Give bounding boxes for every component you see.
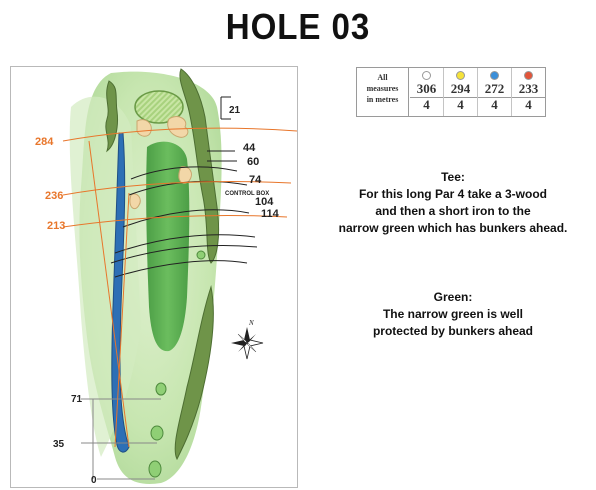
- tee-par: 4: [444, 97, 477, 112]
- mark-60: 60: [247, 156, 259, 168]
- water-hazard: [111, 132, 130, 453]
- scorecard-label-line: in metres: [366, 95, 399, 104]
- hole-map-drawing: N 284 236 213 21 44 60 74 CONTROL BOX 10…: [35, 68, 297, 486]
- green-line: protected by bunkers ahead: [372, 324, 534, 338]
- tee-description: Tee: For this long Par 4 take a 3-wood a…: [310, 169, 596, 237]
- mark-104: 104: [255, 196, 274, 208]
- scorecard-label-line: All: [377, 73, 388, 82]
- tee-distance: 294: [450, 81, 471, 96]
- tee-mark-0: 0: [91, 475, 97, 486]
- mark-114: 114: [261, 208, 280, 220]
- orange-arcs: [62, 127, 297, 448]
- tee-mark-71: 71: [71, 394, 83, 405]
- orange-mark-284: 284: [35, 136, 54, 148]
- blue-tee-dot: [490, 71, 499, 80]
- tee-line: narrow green which has bunkers ahead.: [338, 221, 568, 235]
- mark-44: 44: [243, 142, 256, 154]
- hole-title: HOLE 03: [225, 6, 371, 47]
- tee-line: For this long Par 4 take a 3-wood: [358, 187, 548, 201]
- tee-box: [148, 460, 162, 478]
- tee-par: 4: [512, 97, 545, 112]
- scorecard-col-red: 233 4: [512, 68, 545, 116]
- scorecard-col-yellow: 294 4: [444, 68, 478, 116]
- hole-map: N 284 236 213 21 44 60 74 CONTROL BOX 10…: [10, 66, 298, 488]
- compass-north-label: N: [248, 319, 254, 327]
- bunker: [136, 119, 152, 137]
- green-line: The narrow green is well: [382, 307, 524, 321]
- scorecard-label-line: measures: [366, 84, 399, 93]
- right-brackets: [207, 96, 237, 162]
- white-tee-dot: [422, 71, 431, 80]
- yellow-tee-dot: [456, 71, 465, 80]
- tee-par: 4: [478, 97, 511, 112]
- compass-icon: N: [231, 319, 264, 360]
- bunker: [129, 193, 141, 210]
- control-box-label: CONTROL BOX: [225, 191, 269, 197]
- scorecard-label: All measures in metres: [357, 68, 409, 116]
- scorecard: All measures in metres 306 4 294 4 272 4…: [356, 67, 546, 117]
- tee-marker-lines: [81, 398, 161, 480]
- green-description: Green: The narrow green is well protecte…: [310, 289, 596, 340]
- orange-mark-213: 213: [47, 220, 65, 232]
- tee-box: [196, 250, 206, 260]
- tee-distance: 233: [518, 81, 539, 96]
- fairway: [146, 141, 190, 352]
- tee-par: 4: [410, 97, 443, 112]
- right-trees-upper: [179, 68, 220, 264]
- mark-74: 74: [249, 174, 262, 186]
- tee-box: [150, 425, 164, 441]
- tee-mark-35: 35: [53, 439, 65, 450]
- red-tee-dot: [524, 71, 533, 80]
- bunker: [167, 116, 189, 138]
- orange-mark-236: 236: [45, 190, 63, 202]
- right-trees-lower: [174, 285, 214, 461]
- putting-green: [134, 90, 184, 124]
- bunker: [178, 166, 192, 184]
- tee-distance: 272: [484, 81, 505, 96]
- tee-distance: 306: [416, 81, 437, 96]
- tee-box: [155, 382, 167, 396]
- mark-21: 21: [229, 105, 241, 116]
- scorecard-col-blue: 272 4: [478, 68, 512, 116]
- green-heading: Green:: [433, 290, 473, 304]
- tee-heading: Tee:: [441, 170, 465, 184]
- scorecard-col-white: 306 4: [410, 68, 444, 116]
- tee-line: and then a short iron to the: [375, 204, 531, 218]
